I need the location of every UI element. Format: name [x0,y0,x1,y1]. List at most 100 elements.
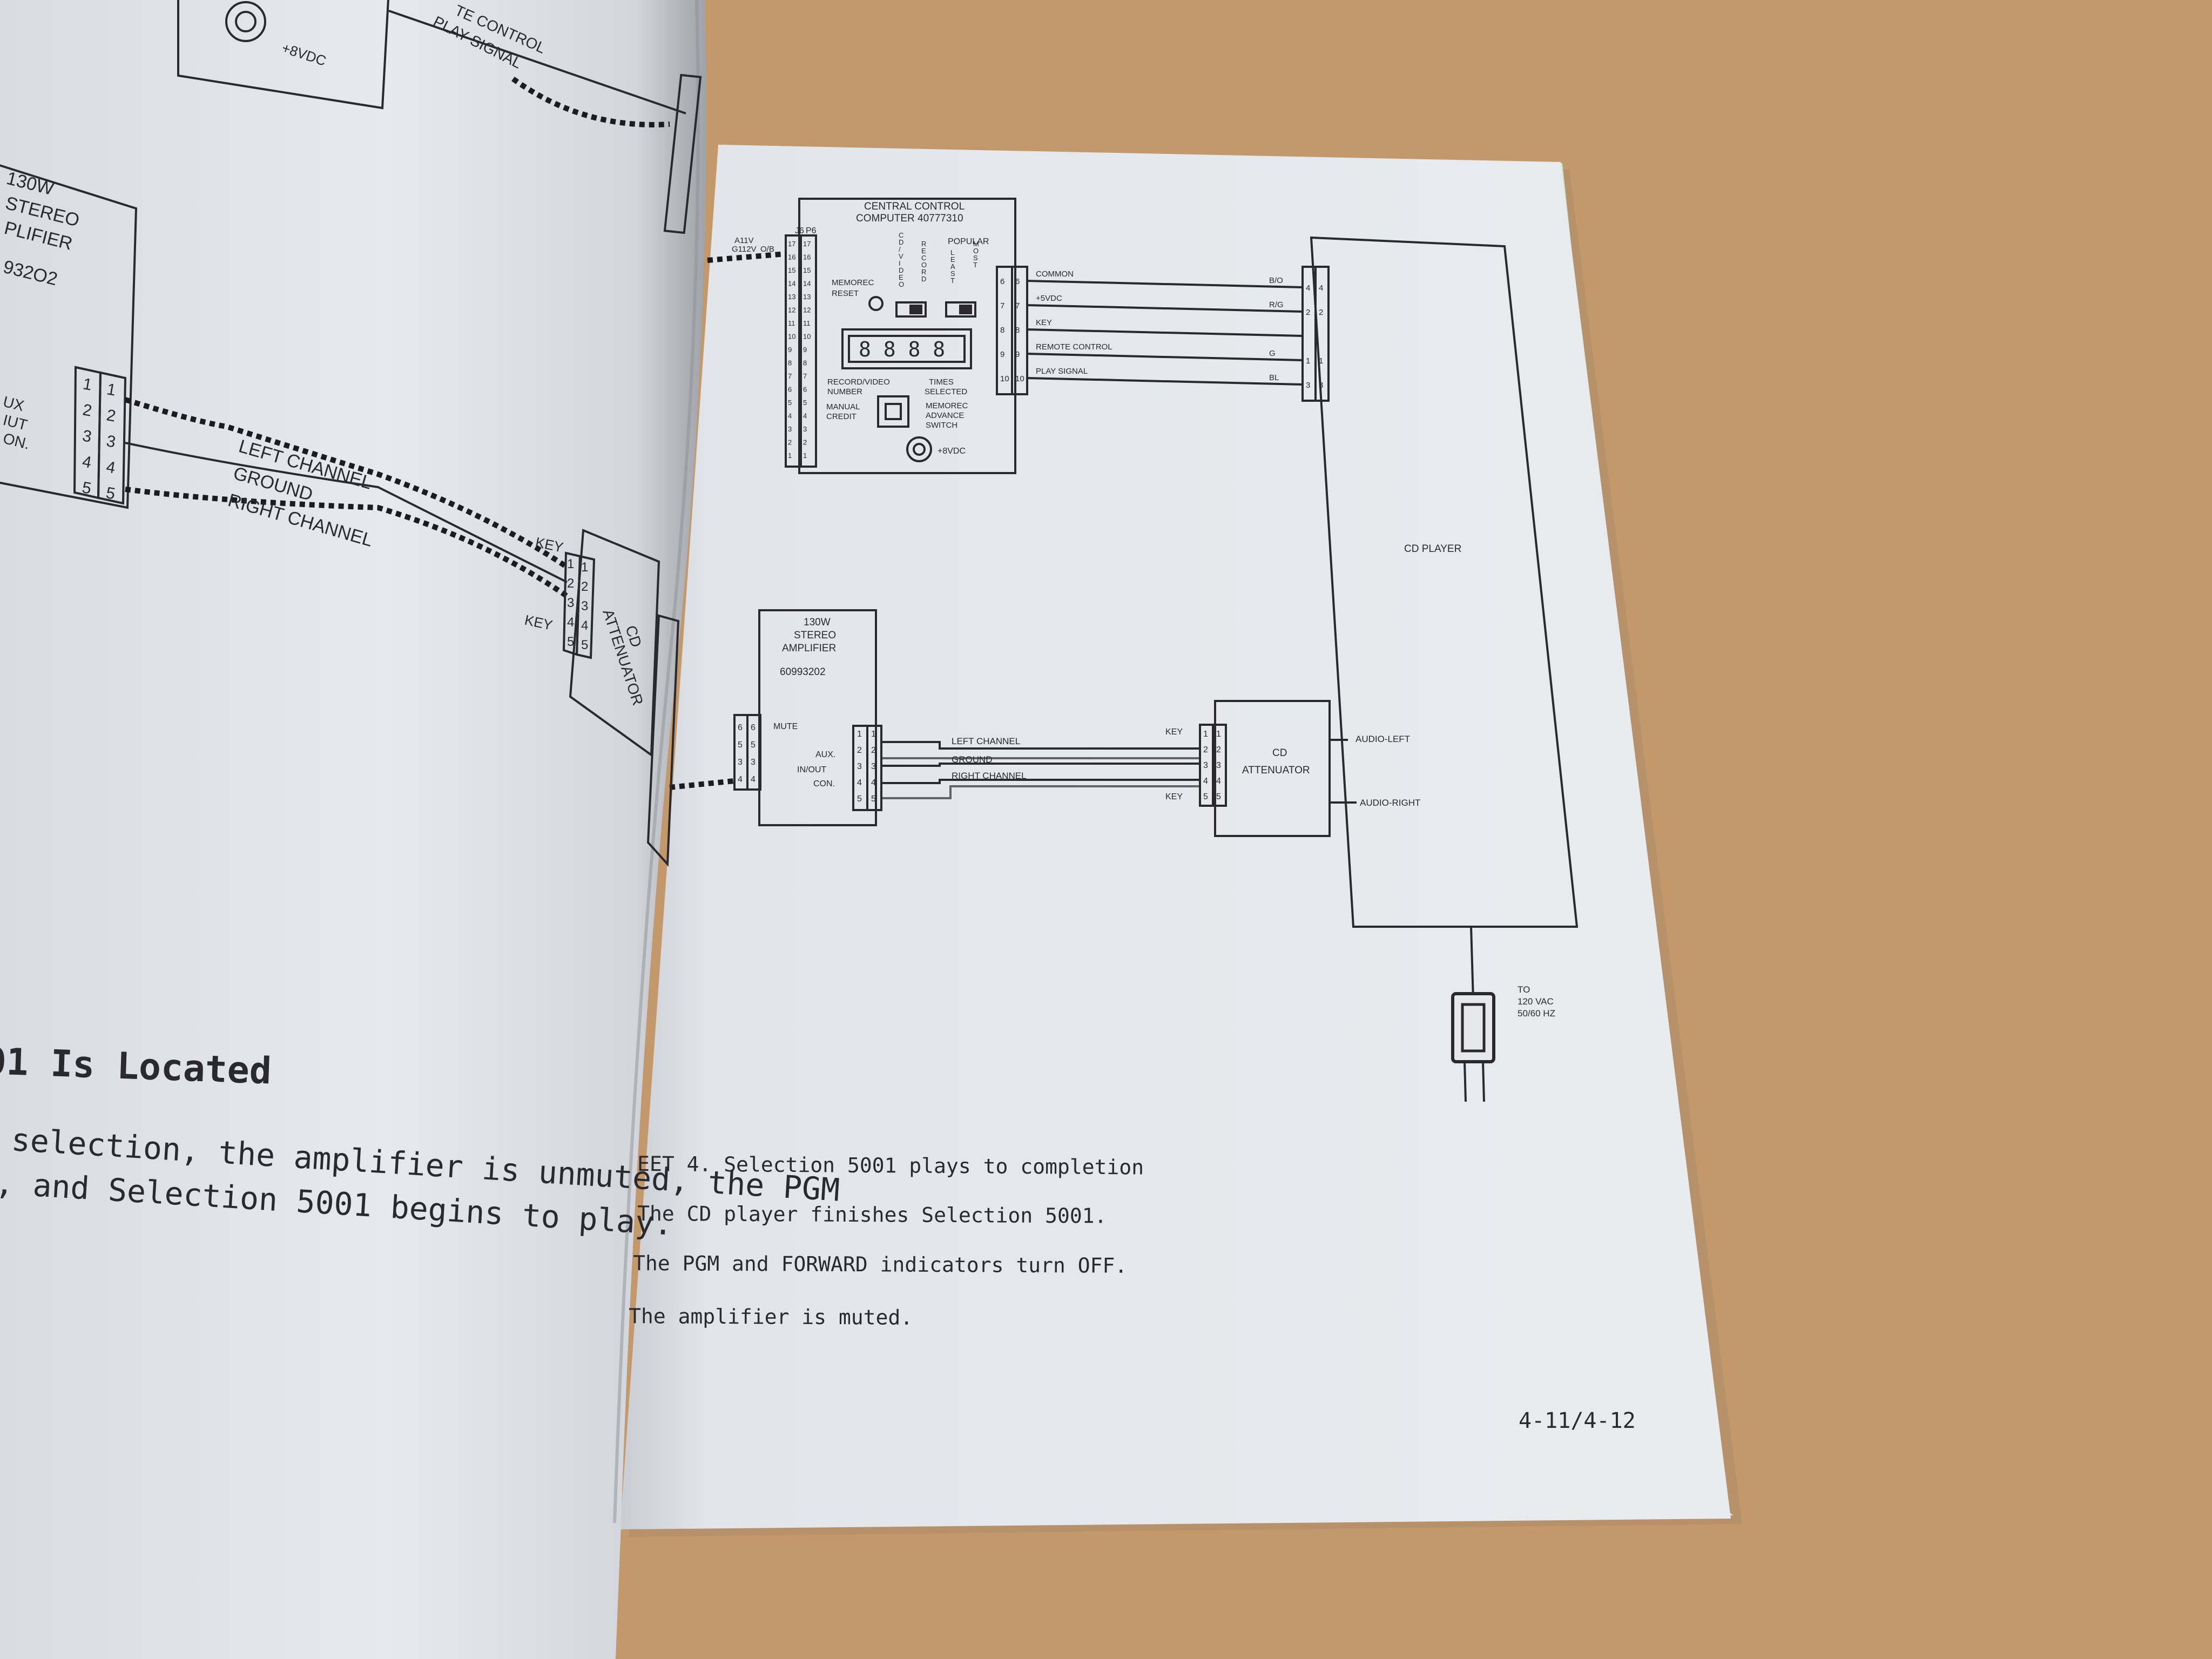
manual-credit-button-inner [885,403,902,420]
p6-pin-number: 11 [803,319,811,327]
left-pin-b: 1 [105,380,117,399]
p6-pin-number: 15 [803,266,811,274]
right-page-text: EET 4. Selection 5001 plays to completio… [629,1152,1636,1433]
popular-switch [945,301,976,318]
mute-pin-left: 3 [738,758,743,767]
j6-pin-number: 17 [788,240,795,248]
step-line-1: The CD player finishes Selection 5001. [637,1202,1107,1228]
aux-label-3: CON. [813,779,835,788]
p6-label: P6 [806,226,817,235]
left-att-pin-a: 1 [567,557,574,571]
page-number: 4-11/4-12 [1519,1408,1636,1433]
player-pin-right: 2 [1319,308,1323,317]
left-att-pin-a: 4 [567,615,574,630]
aux-pin-left: 4 [857,778,862,787]
attenuator-pin-left: 4 [1203,777,1208,786]
left-pin-b: 4 [105,458,117,477]
p6-pin-number: 16 [803,253,811,261]
j6-pin-number: 3 [788,425,792,433]
cd_video-letter: I [899,259,901,267]
right-page [620,145,1742,1537]
signal-pin-left: 8 [1000,326,1004,335]
j6-pin-number: 15 [788,266,795,274]
least-letter: L [950,248,954,257]
signal-name: +5VDC [1036,294,1062,303]
p6-pin-number: 12 [803,306,811,314]
signal-name: PLAY SIGNAL [1036,367,1088,376]
j6-label: J6 [795,226,804,235]
signal-name: REMOTE CONTROL [1036,342,1112,352]
attenuator-pin-right: 4 [1216,777,1221,786]
left-pin-a: 5 [80,478,92,497]
left-pin-b: 2 [105,406,117,425]
attenuator-label-2: ATTENUATOR [1242,765,1310,776]
left-att-pin-b: 5 [581,638,588,652]
signal-pin-left: 10 [1000,374,1009,383]
attenuator-pin-left: 3 [1203,761,1208,770]
left-page [0,0,706,1659]
j6-pin-number: 16 [788,253,795,261]
cd-video-switch [895,301,927,318]
to-label-2: 120 VAC [1518,996,1554,1007]
p6-pin-number: 8 [803,359,807,367]
ground-label: GROUND [952,754,993,765]
left-connector-right [97,371,127,505]
cd_video-letter: O [899,280,904,288]
record-letter: R [921,240,926,248]
signal-pin-left: 7 [1000,301,1004,311]
p6-pin-number: 9 [803,346,807,354]
left-pin-a: 2 [81,401,93,420]
plug-prong-1 [1464,1061,1467,1102]
p6-pin-number: 6 [803,386,807,394]
left-pin-a: 4 [81,453,93,471]
amplifier-title-3: AMPLIFIER [782,643,836,654]
player-pin-left: 2 [1306,308,1310,317]
wire-code: G [1269,349,1276,358]
power-plug-face [1461,1003,1486,1053]
signal-pin-left: 9 [1000,350,1004,359]
mute-pin-right: 5 [751,740,756,750]
input-label-3: O/B [760,245,774,254]
attenuator-label-1: CD [1272,747,1287,759]
memorec-reset-1: MEMOREC [832,278,874,287]
top-jack-inner [235,11,257,32]
cd_video-letter: V [899,252,903,260]
record-letter: C [921,254,926,262]
ground-wire [881,763,1200,767]
memorec-advance-switch-2: ADVANCE [926,411,964,420]
j6-pin-number: 6 [788,386,792,394]
signal-pin-left: 6 [1000,277,1004,286]
least-letter: A [950,262,955,271]
left-page-right-channel-wire [125,487,569,599]
signal-pin-right: 8 [1015,326,1020,335]
mute-label: MUTE [773,722,798,731]
times-selected-1: TIMES [929,377,954,387]
record-letter: O [921,261,927,269]
top-wire-2 [388,10,686,114]
amplifier-title-1: 130W [804,617,831,628]
step-line-3: The amplifier is muted. [629,1304,913,1330]
memorec-advance-switch-1: MEMOREC [926,401,968,410]
j6-pin-number: 4 [788,412,792,420]
aux-pin-right: 5 [871,794,876,804]
j6-pin-number: 7 [788,372,792,380]
left-att-pin-b: 2 [581,579,588,594]
left-pin-a: 3 [81,427,93,446]
left-pin-b: 5 [105,484,117,503]
player-pin-left: 1 [1306,356,1310,366]
top-right-connector [663,73,702,234]
record-letter: E [921,247,926,255]
p6-pin-number: 10 [803,333,811,341]
plus-8vdc-label: +8VDC [938,447,966,456]
popular-label: POPULAR [948,237,989,246]
most-letter: T [973,261,977,269]
signal-wire [1027,377,1303,386]
cd_video-letter: / [899,245,901,253]
aux-connector-right [866,725,882,811]
